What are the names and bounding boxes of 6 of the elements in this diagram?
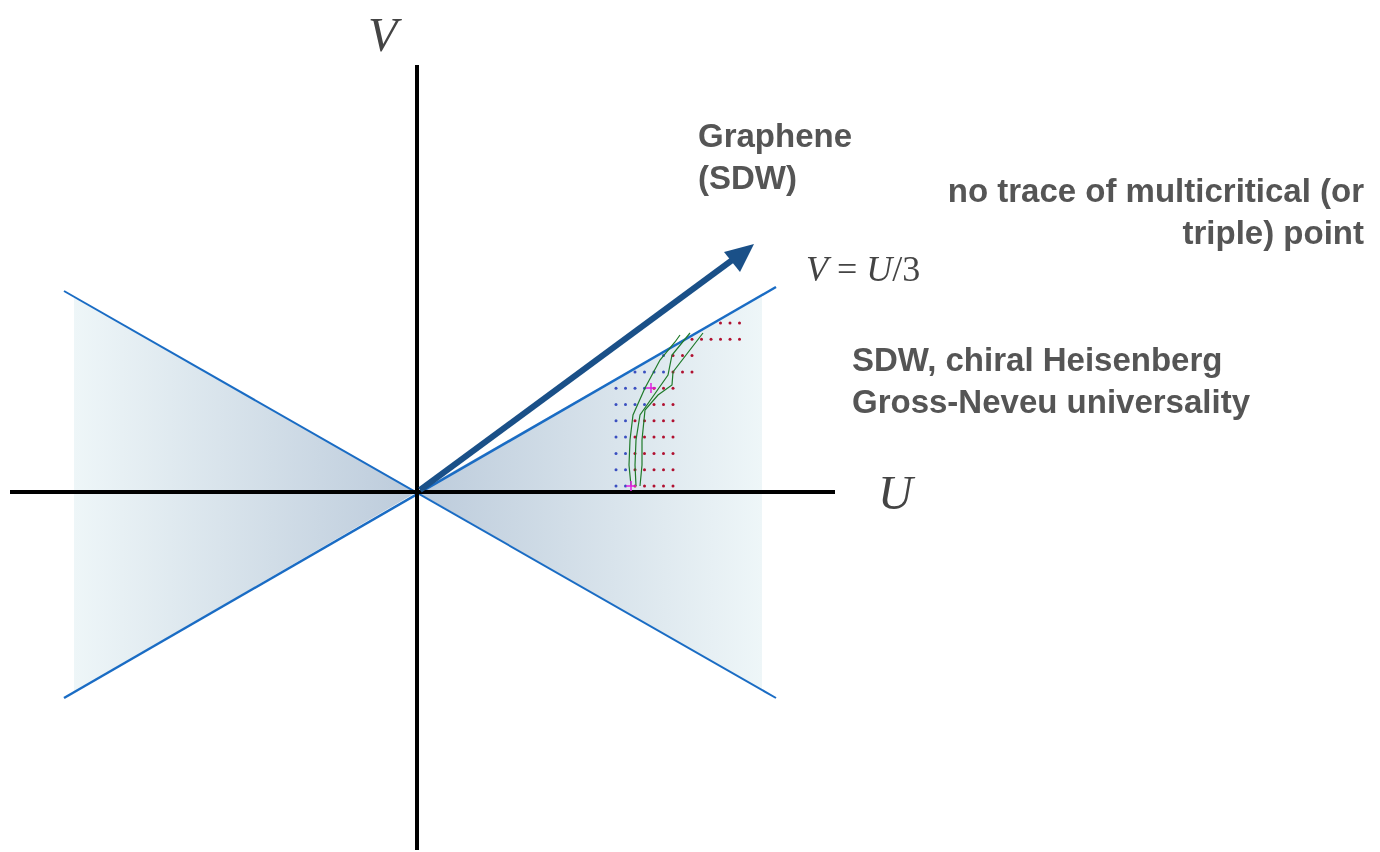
- annotation-text: SDW, chiral Heisenberg Gross-Neveu universality: [852, 340, 1251, 422]
- axis-label: V: [368, 8, 428, 62]
- annotation-text: no trace of multicritical (or triple) point: [946, 171, 1364, 253]
- annotation-text: Graphene (SDW): [698, 116, 854, 198]
- equation-label: V = U/3: [806, 248, 922, 290]
- axis-label: U: [878, 466, 948, 520]
